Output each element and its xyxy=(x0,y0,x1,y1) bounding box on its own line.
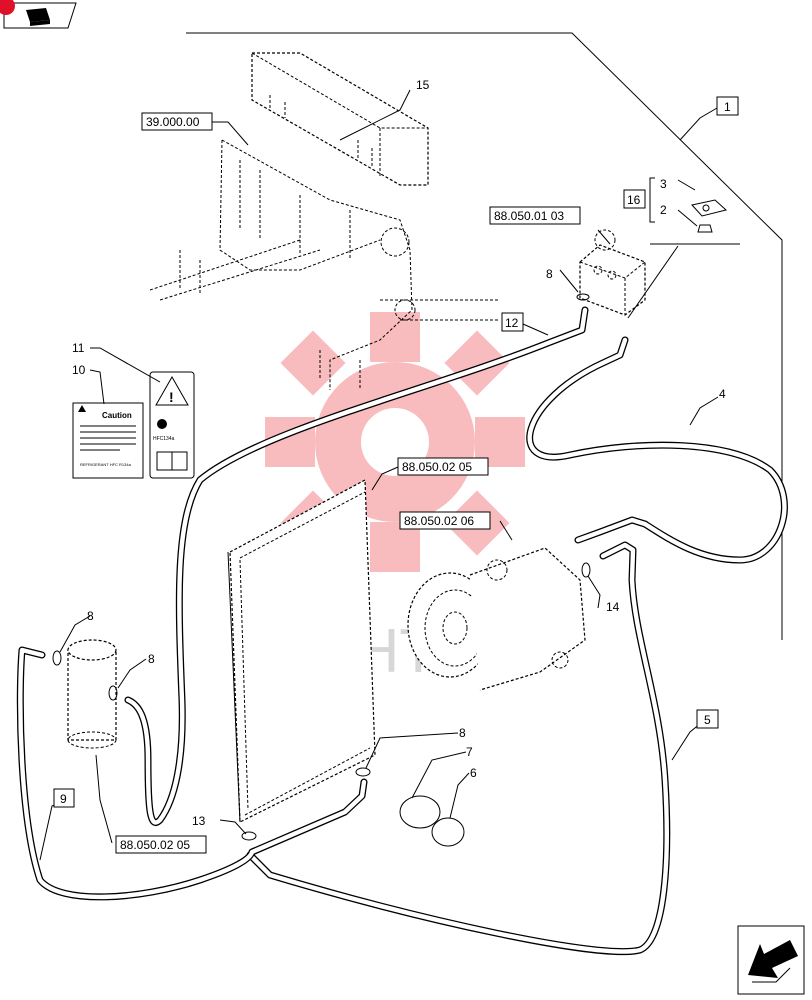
caution-decal-10: Caution REFRIGERANT HFC R134a xyxy=(72,402,144,479)
svg-text:39.000.00: 39.000.00 xyxy=(146,115,200,129)
callout-9[interactable]: 9 xyxy=(53,788,75,808)
red-badge xyxy=(0,0,15,15)
ref-block-88-050-01-03[interactable]: 88.050.01 03 xyxy=(489,206,581,225)
watermark-gear xyxy=(265,312,525,572)
svg-text:5: 5 xyxy=(704,713,711,727)
ref-condenser-88-050-02-05[interactable]: 88.050.02 05 xyxy=(397,457,489,476)
callout-12[interactable]: 12 xyxy=(501,312,524,332)
ref-receiver-88-050-02-05[interactable]: 88.050.02 05 xyxy=(115,835,207,854)
svg-text:!: ! xyxy=(169,389,174,405)
callout-4[interactable]: 4 xyxy=(719,387,726,401)
callout-14[interactable]: 14 xyxy=(606,600,620,614)
hose-9 xyxy=(16,646,368,901)
svg-text:9: 9 xyxy=(60,792,67,806)
callout-8[interactable]: 8 xyxy=(546,267,553,281)
svg-text:Caution: Caution xyxy=(102,411,132,420)
svg-text:88.050.02 06: 88.050.02 06 xyxy=(404,514,474,528)
hose-4 xyxy=(526,336,788,564)
svg-text:88.050.01 03: 88.050.01 03 xyxy=(494,209,564,223)
svg-text:88.050.02 05: 88.050.02 05 xyxy=(120,838,190,852)
expansion-block xyxy=(579,229,646,316)
callout-7[interactable]: 7 xyxy=(466,745,473,759)
callout-8[interactable]: 8 xyxy=(148,652,155,666)
ref-compressor-88-050-02-06[interactable]: 88.050.02 06 xyxy=(399,511,491,530)
callout-1[interactable]: 1 xyxy=(716,96,739,116)
svg-text:16: 16 xyxy=(627,193,641,207)
callout-3[interactable]: 3 xyxy=(660,177,667,191)
callout-10[interactable]: 10 xyxy=(72,363,86,377)
hose-12 xyxy=(124,306,589,826)
callout-15[interactable]: 15 xyxy=(416,78,430,92)
hose-5 xyxy=(246,541,671,956)
svg-text:1: 1 xyxy=(724,100,731,114)
callout-16[interactable]: 16 xyxy=(623,189,646,209)
ref-frame-39-000-00[interactable]: 39.000.00 xyxy=(141,112,213,131)
previous-page-button[interactable] xyxy=(3,2,77,29)
callout-8[interactable]: 8 xyxy=(459,726,466,740)
svg-text:REFRIGERANT HFC R134a: REFRIGERANT HFC R134a xyxy=(80,462,132,467)
svg-text:HFC134a: HFC134a xyxy=(153,436,175,442)
hose-clamp xyxy=(399,795,465,847)
callout-5[interactable]: 5 xyxy=(696,709,719,729)
callout-6[interactable]: 6 xyxy=(470,766,477,780)
condenser xyxy=(227,479,376,823)
callout-16-bracket xyxy=(649,177,655,223)
warning-decal-11: ! HFC134a xyxy=(149,371,195,479)
clamp-part-3 xyxy=(691,199,728,233)
callout-11[interactable]: 11 xyxy=(72,341,85,355)
next-page-button[interactable] xyxy=(737,925,805,995)
arrow-nav-icon xyxy=(748,940,798,983)
compressor xyxy=(407,547,586,691)
callout-13[interactable]: 13 xyxy=(192,814,206,828)
book-nav-icon xyxy=(26,8,50,26)
svg-text:88.050.02 05: 88.050.02 05 xyxy=(402,460,472,474)
callout-8[interactable]: 8 xyxy=(87,609,94,623)
group-boundary-line xyxy=(186,32,783,640)
frame-bracket xyxy=(149,139,500,390)
block-part-15 xyxy=(251,52,429,186)
receiver-drier xyxy=(67,639,117,749)
o-ring xyxy=(52,293,591,841)
callout-2[interactable]: 2 xyxy=(660,203,667,217)
svg-text:12: 12 xyxy=(505,316,519,330)
